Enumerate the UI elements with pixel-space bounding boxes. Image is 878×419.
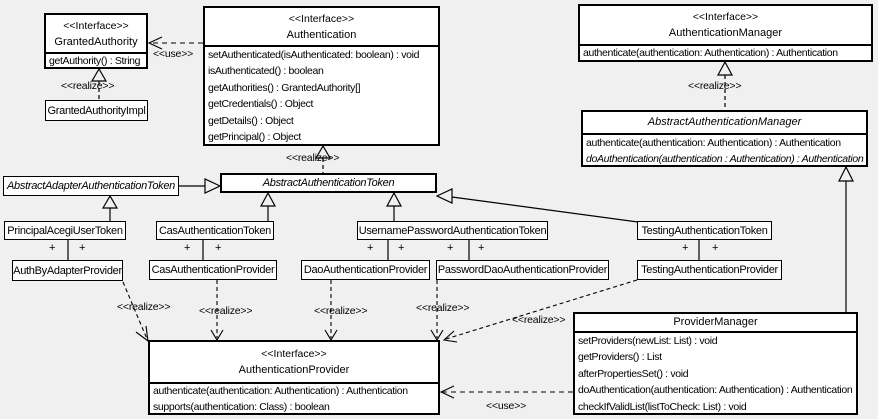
realize-label-passworddao: <<realize>>	[416, 302, 470, 314]
class-header: AbstractAuthenticationManager	[583, 112, 866, 135]
multiplicity-plus: +	[478, 242, 485, 254]
multiplicity-plus: +	[447, 242, 454, 254]
method-label: getCredentials() : Object	[208, 98, 314, 111]
gen-abstractadapter-to-abstracttoken	[179, 178, 222, 194]
class-name: UsernamePasswordAuthenticationToken	[358, 224, 547, 237]
class-name: AbstractAuthenticationManager	[647, 116, 802, 128]
class-name: GrantedAuthorityImpl	[47, 104, 146, 117]
method-label: getDetails() : Object	[208, 114, 294, 127]
realize-testingprovider-to-authprovider	[442, 279, 638, 343]
class-header: <<Interface>> AuthenticationManager	[580, 6, 871, 46]
class-authentication[interactable]: <<Interface>> Authentication setAuthenti…	[203, 6, 440, 146]
class-dao-authentication-provider[interactable]: DaoAuthenticationProvider	[301, 260, 430, 280]
class-header: <<Interface>> GrantedAuthority	[46, 15, 146, 54]
class-name: AuthenticationManager	[668, 27, 783, 39]
method-label: getAuthorities() : GrantedAuthority[]	[208, 81, 361, 94]
method-label: authenticate(authentication: Authenticat…	[586, 137, 841, 149]
method-label: authenticate(authentication: Authenticat…	[153, 385, 408, 397]
realize-label-daoprovider: <<realize>>	[314, 305, 368, 317]
multiplicity-plus: +	[682, 242, 689, 254]
realize-label-grantedauthorityimpl: <<realize>>	[61, 80, 115, 92]
method-label: supports(authentication: Class) : boolea…	[153, 400, 330, 413]
method-label: authenticate(authentication: Authenticat…	[583, 47, 838, 59]
class-header: <<Interface>> AuthenticationProvider	[150, 342, 438, 384]
class-cas-authentication-provider[interactable]: CasAuthenticationProvider	[149, 260, 277, 280]
method-label: getPrincipal() : Object	[208, 131, 301, 144]
use-authentication-to-grantedauthority	[147, 36, 203, 50]
stereotype-label: <<Interface>>	[261, 348, 327, 360]
class-name: TestingAuthenticationToken	[641, 224, 768, 237]
class-header: ProviderManager	[575, 314, 856, 333]
gen-testing-to-abstracttoken	[435, 188, 639, 223]
class-abstract-authentication-manager[interactable]: AbstractAuthenticationManager authentica…	[581, 110, 868, 167]
realize-label-abstractauthmanager: <<realize>>	[688, 80, 742, 92]
class-password-dao-authentication-provider[interactable]: PasswordDaoAuthenticationProvider	[436, 260, 609, 280]
multiplicity-plus: +	[367, 242, 374, 254]
class-auth-by-adapter-provider[interactable]: AuthByAdapterProvider	[12, 260, 123, 281]
multiplicity-plus: +	[215, 242, 222, 254]
class-granted-authority[interactable]: <<Interface>> GrantedAuthority getAuthor…	[44, 13, 148, 69]
stereotype-label: <<Interface>>	[63, 19, 129, 32]
class-name: AbstractAdapterAuthenticationToken	[7, 180, 175, 192]
use-label-top: <<use>>	[153, 48, 194, 60]
use-label-bottom: <<use>>	[486, 400, 527, 412]
class-name: TestingAuthenticationProvider	[641, 264, 778, 276]
method-label: setProviders(newList: List) : void	[578, 335, 718, 347]
multiplicity-plus: +	[184, 242, 191, 254]
method-label: getAuthority() : String	[49, 55, 141, 67]
multiplicity-plus: +	[712, 242, 719, 254]
class-abstract-adapter-authentication-token[interactable]: AbstractAdapterAuthenticationToken	[3, 176, 179, 196]
method-label: isAuthenticated() : boolean	[208, 65, 324, 78]
class-name: DaoAuthenticationProvider	[303, 264, 428, 276]
class-authentication-provider[interactable]: <<Interface>> AuthenticationProvider aut…	[148, 340, 440, 415]
class-provider-manager[interactable]: ProviderManager setProviders(newList: Li…	[573, 312, 858, 415]
realize-label-testingprovider: <<realize>>	[512, 314, 566, 326]
class-abstract-authentication-token[interactable]: AbstractAuthenticationToken	[220, 173, 437, 193]
realize-label-casprovider: <<realize>>	[199, 305, 253, 317]
class-header: <<Interface>> Authentication	[205, 8, 438, 47]
method-label: doAuthentication(authentication: Authent…	[578, 384, 853, 397]
realization-triangle-edges	[90, 60, 734, 173]
class-name: PrincipalAcegiUserToken	[7, 224, 123, 237]
realize-grantedauthorityimpl	[90, 67, 108, 100]
class-name: PasswordDaoAuthenticationProvider	[437, 264, 608, 276]
class-name: CasAuthenticationProvider	[151, 264, 275, 276]
class-authentication-manager[interactable]: <<Interface>> AuthenticationManager auth…	[578, 4, 873, 62]
method-label: getProviders() : List	[578, 351, 662, 364]
class-name: ProviderManager	[673, 316, 758, 328]
class-name: CasAuthenticationToken	[158, 224, 272, 237]
realize-abstractauthmanager-to-authmanager	[716, 60, 734, 110]
class-testing-authentication-provider[interactable]: TestingAuthenticationProvider	[637, 260, 782, 280]
realize-label-abstracttoken: <<realize>>	[286, 152, 340, 164]
method-label: setAuthenticated(isAuthenticated: boolea…	[208, 49, 420, 61]
class-name: AuthenticationProvider	[238, 364, 350, 376]
class-testing-authentication-token[interactable]: TestingAuthenticationToken	[637, 221, 772, 240]
use-providermanager-to-authprovider	[439, 385, 573, 399]
gen-cas-to-abstracttoken	[259, 191, 277, 221]
multiplicity-plus: +	[398, 242, 405, 254]
class-name: AbstractAuthenticationToken	[262, 177, 395, 189]
generalization-edges	[101, 165, 854, 312]
association-lines	[67, 240, 700, 260]
class-name: Authentication	[286, 28, 357, 41]
method-label: checkIfValidList(listToCheck: List) : vo…	[578, 400, 747, 413]
multiplicity-plus: +	[49, 242, 56, 254]
stereotype-label: <<Interface>>	[288, 12, 355, 25]
gen-usernamepassword-to-abstracttoken	[385, 191, 403, 221]
class-name: AuthByAdapterProvider	[13, 264, 122, 277]
realize-label-authbyadapter: <<realize>>	[117, 301, 171, 313]
class-principal-acegi-user-token[interactable]: PrincipalAcegiUserToken	[4, 221, 126, 240]
realize-abstracttoken-to-authentication	[314, 144, 332, 173]
gen-providermanager-to-abstractauthmanager	[838, 165, 854, 312]
class-granted-authority-impl[interactable]: GrantedAuthorityImpl	[45, 100, 148, 121]
class-cas-authentication-token[interactable]: CasAuthenticationToken	[156, 221, 274, 240]
class-username-password-authentication-token[interactable]: UsernamePasswordAuthenticationToken	[357, 221, 548, 240]
class-name: GrantedAuthority	[54, 35, 138, 48]
gen-principal-to-abstractadapter	[101, 194, 119, 221]
method-label: afterPropertiesSet() : void	[578, 367, 689, 380]
stereotype-label: <<Interface>>	[692, 11, 759, 23]
multiplicity-plus: +	[79, 242, 86, 254]
method-label: doAuthentication(authentication : Authen…	[586, 153, 864, 165]
